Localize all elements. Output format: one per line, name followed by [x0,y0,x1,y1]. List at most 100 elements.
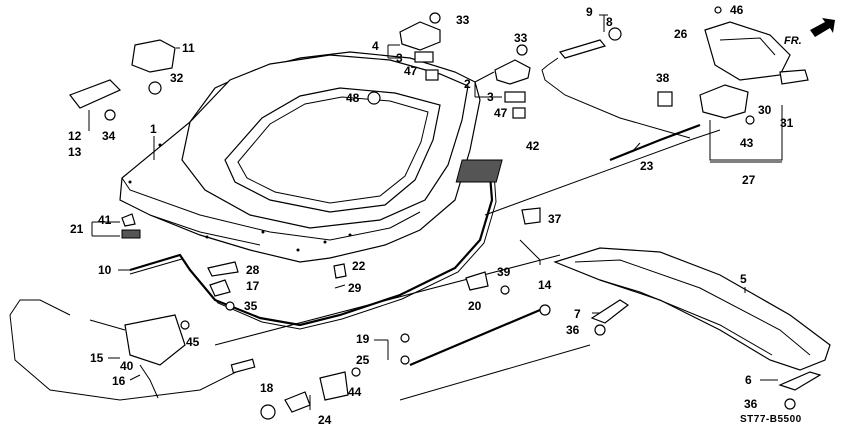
clip-36a [594,324,606,336]
tailgate-panel [119,51,481,263]
bolt-35 [225,301,235,311]
callout-47b: 47 [494,106,508,120]
callout-47a: 47 [404,64,418,78]
spoiler-stay-6 [778,371,822,391]
lock-cap-18 [260,404,276,420]
callout-3a: 3 [396,51,403,65]
callout-8: 8 [606,15,613,29]
callout-30: 30 [758,103,772,117]
callout-14: 14 [538,278,552,292]
cap-32 [148,81,162,95]
callout-9: 9 [586,5,593,19]
buffer-41 [121,213,136,227]
callout-48: 48 [346,91,360,105]
callout-31: 31 [780,116,794,130]
callout-25: 25 [356,353,370,367]
callout-42: 42 [526,139,540,153]
front-arrow-icon [810,18,835,37]
rear-spoiler [553,247,831,371]
stopper-28 [207,261,239,277]
bolt-43 [745,115,755,125]
callout-13: 13 [68,145,82,159]
bolt-46 [714,6,722,14]
striker-17 [209,279,231,297]
callout-24: 24 [318,413,332,427]
clip-37 [521,207,541,225]
callout-3b: 3 [487,90,494,104]
bracket-20 [465,271,489,291]
bolt-34 [104,109,116,121]
callout-22: 22 [352,259,366,273]
rod-16 [139,364,159,399]
callout-21: 21 [70,222,84,236]
callout-20: 20 [468,299,482,313]
hinge-cover-11 [131,39,176,73]
callout-27: 27 [742,173,756,187]
callout-labels: 1 2 3 3 4 5 6 7 8 9 10 11 12 13 14 15 16… [68,3,794,427]
leader-lines [88,14,782,410]
callout-33b: 33 [514,31,528,45]
bracket-31 [779,69,809,85]
nut-47b [512,107,526,119]
bolt-33b [516,44,528,56]
opener-lever-26 [704,21,791,81]
bolt-45 [180,320,190,330]
latch-cable [9,299,241,401]
callout-5: 5 [740,272,747,286]
callout-18: 18 [260,381,274,395]
bolt-44 [351,367,361,377]
callout-41: 41 [98,213,112,227]
callout-16: 16 [112,374,126,388]
boundary-line-1 [484,129,721,216]
strut-end-14 [539,304,551,316]
boundary-line-4 [399,344,591,401]
callout-36b: 36 [744,397,758,411]
callout-45: 45 [186,335,200,349]
callout-44: 44 [348,385,362,399]
callout-2: 2 [464,77,471,91]
ball-stud-19 [400,333,410,343]
callout-7: 7 [574,307,581,321]
gas-strut [409,308,541,367]
boundary-line-3 [214,254,561,346]
weatherstrip [129,166,494,327]
callout-40: 40 [120,359,134,373]
diagram-code: ST77-B5500 [740,414,802,425]
callout-33a: 33 [456,13,470,27]
bolt-33a [429,12,441,24]
ball-stud-39 [500,285,510,295]
hinge-plate-right [504,91,526,103]
bolt-25 [400,355,410,365]
callout-36a: 36 [566,323,580,337]
callout-17: 17 [246,279,260,293]
front-direction-label: FR. [784,35,802,47]
hinge-left [399,21,441,51]
hinge-right [494,59,531,85]
hinge-plate-left [414,51,434,63]
callout-39: 39 [497,265,511,279]
callout-32: 32 [170,71,184,85]
callout-11: 11 [182,41,195,55]
callout-23: 23 [640,159,654,173]
mat-42 [455,159,503,183]
grommet-8 [608,27,622,41]
callout-29: 29 [348,281,362,295]
opener-cable-9 [558,39,607,59]
callout-15: 15 [90,351,104,365]
callout-34: 34 [102,129,116,143]
clip-38 [657,91,673,107]
latch-base-30 [699,84,749,119]
hinge-bracket-12 [69,79,122,109]
grommet-48 [367,91,381,105]
callout-35: 35 [244,299,258,313]
nut-47a [425,69,439,81]
release-cable-23 [609,123,701,162]
callout-4: 4 [372,39,379,53]
lock-cylinder-24 [284,391,311,413]
latch-15 [124,314,186,366]
cable-end [230,358,256,374]
callout-38: 38 [656,71,670,85]
pad-21 [121,229,141,239]
clip-29 [334,284,346,289]
